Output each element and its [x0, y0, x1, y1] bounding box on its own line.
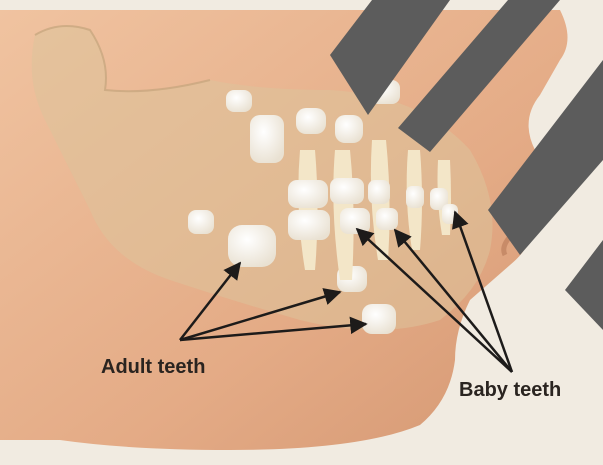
baby-teeth-label: Baby teeth — [459, 379, 561, 402]
baby-tooth — [406, 186, 424, 208]
baby-tooth — [368, 180, 390, 204]
adult-tooth — [228, 225, 276, 267]
adult-tooth — [362, 304, 396, 334]
adult-tooth — [335, 115, 363, 143]
baby-tooth — [288, 180, 328, 208]
adult-tooth — [188, 210, 214, 234]
baby-tooth — [330, 178, 364, 204]
adult-teeth-label: Adult teeth — [101, 356, 205, 379]
baby-tooth — [288, 210, 330, 240]
baby-tooth — [376, 208, 398, 230]
baby-tooth — [340, 208, 370, 234]
adult-tooth — [250, 115, 284, 163]
adult-tooth — [296, 108, 326, 134]
adult-tooth — [226, 90, 252, 112]
